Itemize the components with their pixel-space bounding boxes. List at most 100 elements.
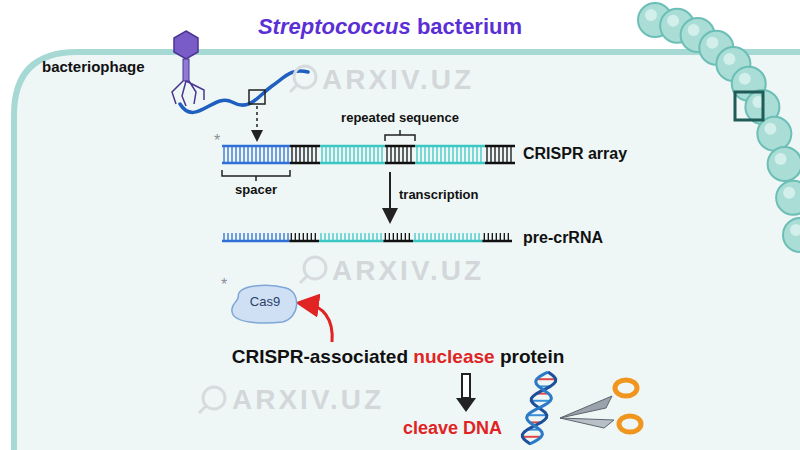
rna-strand [383, 240, 413, 243]
rung [381, 147, 382, 162]
dashed-arrow [256, 106, 258, 136]
rung [345, 147, 346, 162]
rung [476, 147, 477, 162]
word: Streptococcus [258, 14, 411, 39]
rna-strand [482, 240, 512, 243]
rna-tick [307, 233, 308, 240]
rung [283, 147, 284, 162]
backbone [522, 372, 555, 444]
cell-highlight [645, 9, 657, 21]
strand [385, 145, 415, 148]
array-label: CRISPR array [523, 145, 627, 163]
rung [349, 147, 350, 162]
bacterium-cell [783, 218, 800, 252]
word: CRISPR-associated [232, 346, 408, 367]
strand [290, 145, 320, 148]
cell-highlight [706, 37, 718, 49]
rna-tick [336, 233, 337, 240]
rna-tick [231, 233, 232, 240]
rna-tick [271, 233, 272, 240]
rna-tick [484, 233, 485, 240]
rna-tick [466, 233, 467, 240]
rung [428, 147, 429, 162]
rna-tick [418, 233, 419, 240]
rung [341, 147, 342, 162]
rna-tick [320, 233, 321, 240]
rna-tick [223, 233, 224, 240]
rna-tick [295, 233, 296, 240]
repeat-label: repeated sequence [341, 111, 459, 126]
rna-tick [360, 233, 361, 240]
rung [247, 147, 248, 162]
rna-tick [328, 233, 329, 240]
rung [243, 147, 244, 162]
rung [275, 147, 276, 162]
asterisk: * [214, 132, 220, 150]
rung [486, 147, 487, 162]
rna-strand [413, 240, 482, 243]
rna-tick [446, 233, 447, 240]
rung [239, 147, 240, 162]
rna-tick [434, 233, 435, 240]
rung [386, 147, 387, 162]
rna-tick [243, 233, 244, 240]
rung [267, 147, 268, 162]
rung [424, 147, 425, 162]
rung [295, 147, 296, 162]
rung [464, 147, 465, 162]
cell-highlight [790, 224, 800, 236]
word: protein [500, 346, 564, 367]
strand [320, 145, 385, 148]
backbone [527, 372, 552, 444]
bacteria-chain [638, 3, 800, 252]
rung [259, 147, 260, 162]
node-label: Cas9 [248, 294, 282, 309]
rung [311, 147, 312, 162]
rung [377, 147, 378, 162]
rna-tick [426, 233, 427, 240]
node-text: Cas9 [230, 284, 300, 319]
rung [329, 147, 330, 162]
rung [299, 147, 300, 162]
rung [235, 147, 236, 162]
strand [290, 162, 320, 165]
rung [263, 147, 264, 162]
cell-highlight [723, 53, 735, 65]
cleave-label: cleave DNA [403, 418, 502, 439]
rna-tick [393, 233, 394, 240]
rung [271, 147, 272, 162]
rung [255, 147, 256, 162]
rna-tick [397, 233, 398, 240]
rung [444, 147, 445, 162]
title: Streptococcus bacterium [258, 14, 522, 39]
rung [390, 147, 391, 162]
rna-tick [352, 233, 353, 240]
rna-tick [380, 233, 381, 240]
rna-tick [430, 233, 431, 240]
rna-tick [401, 233, 402, 240]
rna-tick [458, 233, 459, 240]
bacterium-cell [776, 181, 800, 215]
watermark: ARXIV.UZ [232, 384, 384, 416]
rna-tick [291, 233, 292, 240]
rung [223, 147, 224, 162]
crispr-strips [222, 146, 515, 241]
rung [502, 147, 503, 162]
word: nuclease [413, 346, 494, 367]
rna-strand [319, 240, 383, 243]
scissors-icon [560, 380, 641, 432]
bacterium-cell [757, 117, 791, 151]
rna-tick [255, 233, 256, 240]
asterisk: * [221, 276, 227, 294]
rna-tick [372, 233, 373, 240]
rna-tick [364, 233, 365, 240]
rna-tick [405, 233, 406, 240]
dna-box [249, 90, 265, 104]
rna-tick [442, 233, 443, 240]
rung [410, 147, 411, 162]
rna-tick [470, 233, 471, 240]
rna-tick [368, 233, 369, 240]
rna-tick [414, 233, 415, 240]
rna-tick [332, 233, 333, 240]
